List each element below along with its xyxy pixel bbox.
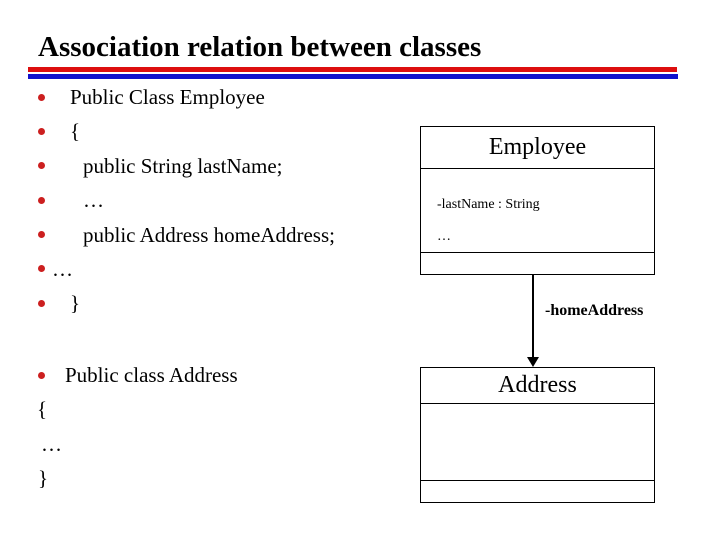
slide-title: Association relation between classes [38,31,482,63]
bullet-icon [38,299,45,307]
title-rule-blue [28,74,678,79]
code-line: { [0,392,420,426]
code-line-text: } [70,291,81,316]
uml-attribute: … [437,229,451,244]
association-line [532,275,534,360]
address-code-block: Public class Address { … } [0,358,420,496]
title-rule-red [28,67,677,72]
code-line: Public Class Employee [0,80,420,114]
code-line: … [0,252,420,286]
uml-class-name: Address [498,372,577,398]
uml-operations-compartment [421,480,654,503]
code-line: { [0,114,420,148]
code-line-text: } [38,466,49,491]
bullet-icon [38,93,45,101]
code-line-text: Public Class Employee [70,85,265,109]
uml-attributes-compartment: -lastName : String … [421,168,654,252]
bullet-icon [38,265,45,273]
bullet-icon [38,127,45,135]
code-line-text: { [37,397,48,422]
code-line: … [0,183,420,217]
uml-class-name: Employee [488,134,587,160]
code-line: } [0,286,420,320]
association-label: -homeAddress [545,302,644,319]
uml-class-employee: Employee -lastName : String … [420,126,655,275]
code-line: … [0,427,420,461]
code-line: public String lastName; [0,149,420,183]
code-line-text: Public class Address [65,363,238,387]
bullet-icon [38,162,45,170]
code-line-text: … [83,188,104,213]
bullet-icon [38,231,45,239]
employee-code-block: Public Class Employee { public String la… [0,80,420,321]
code-line-text: … [52,256,73,281]
uml-class-address: Address [420,367,655,503]
code-line-text: public String lastName; [83,153,283,178]
code-line: } [0,461,420,495]
code-line-text: { [70,119,81,144]
uml-operations-compartment [421,252,654,275]
uml-attributes-compartment [421,403,654,480]
bullet-icon [38,196,45,204]
uml-attribute: -lastName : String [437,197,540,212]
code-line: Public class Address [0,358,420,392]
code-line: public Address homeAddress; [0,218,420,252]
bullet-icon [38,371,45,379]
code-line-text: … [41,431,62,456]
arrowhead-icon [527,357,539,367]
code-line-text: public Address homeAddress; [83,222,335,247]
